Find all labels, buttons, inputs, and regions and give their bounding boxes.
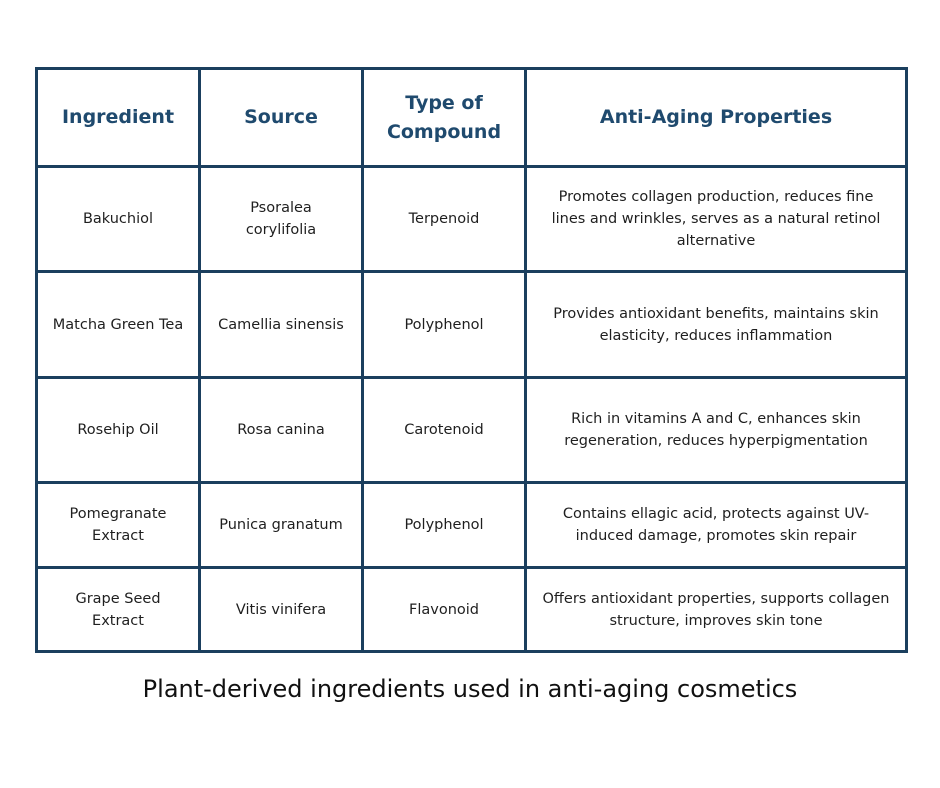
- header-type-of-compound: Type of Compound: [361, 67, 527, 168]
- cell-ingredient: Rosehip Oil: [35, 376, 201, 484]
- header-source: Source: [198, 67, 364, 168]
- table-row: Matcha Green Tea Camellia sinensis Polyp…: [35, 270, 908, 379]
- header-ingredient: Ingredient: [35, 67, 201, 168]
- cell-compound-type: Flavonoid: [361, 566, 527, 653]
- cell-compound-type: Polyphenol: [361, 481, 527, 569]
- cell-ingredient: Bakuchiol: [35, 165, 201, 273]
- cell-properties: Rich in vitamins A and C, enhances skin …: [524, 376, 908, 484]
- cell-compound-type: Carotenoid: [361, 376, 527, 484]
- cell-ingredient: Grape Seed Extract: [35, 566, 201, 653]
- header-anti-aging-properties: Anti-Aging Properties: [524, 67, 908, 168]
- cell-source: Rosa canina: [198, 376, 364, 484]
- cell-source: Camellia sinensis: [198, 270, 364, 379]
- cell-properties: Provides antioxidant benefits, maintains…: [524, 270, 908, 379]
- cell-source: Psoralea corylifolia: [198, 165, 364, 273]
- table-caption: Plant-derived ingredients used in anti-a…: [142, 675, 798, 703]
- table-header-row: Ingredient Source Type of Compound Anti-…: [35, 67, 908, 168]
- cell-source: Punica granatum: [198, 481, 364, 569]
- table-row: Pomegranate Extract Punica granatum Poly…: [35, 481, 908, 569]
- cell-properties: Offers antioxidant properties, supports …: [524, 566, 908, 653]
- cell-properties: Contains ellagic acid, protects against …: [524, 481, 908, 569]
- cell-properties: Promotes collagen production, reduces fi…: [524, 165, 908, 273]
- ingredients-table: Ingredient Source Type of Compound Anti-…: [35, 67, 908, 653]
- table-row: Rosehip Oil Rosa canina Carotenoid Rich …: [35, 376, 908, 484]
- cell-source: Vitis vinifera: [198, 566, 364, 653]
- cell-compound-type: Terpenoid: [361, 165, 527, 273]
- cell-ingredient: Matcha Green Tea: [35, 270, 201, 379]
- table-row: Bakuchiol Psoralea corylifolia Terpenoid…: [35, 165, 908, 273]
- table-row: Grape Seed Extract Vitis vinifera Flavon…: [35, 566, 908, 653]
- cell-compound-type: Polyphenol: [361, 270, 527, 379]
- cell-ingredient: Pomegranate Extract: [35, 481, 201, 569]
